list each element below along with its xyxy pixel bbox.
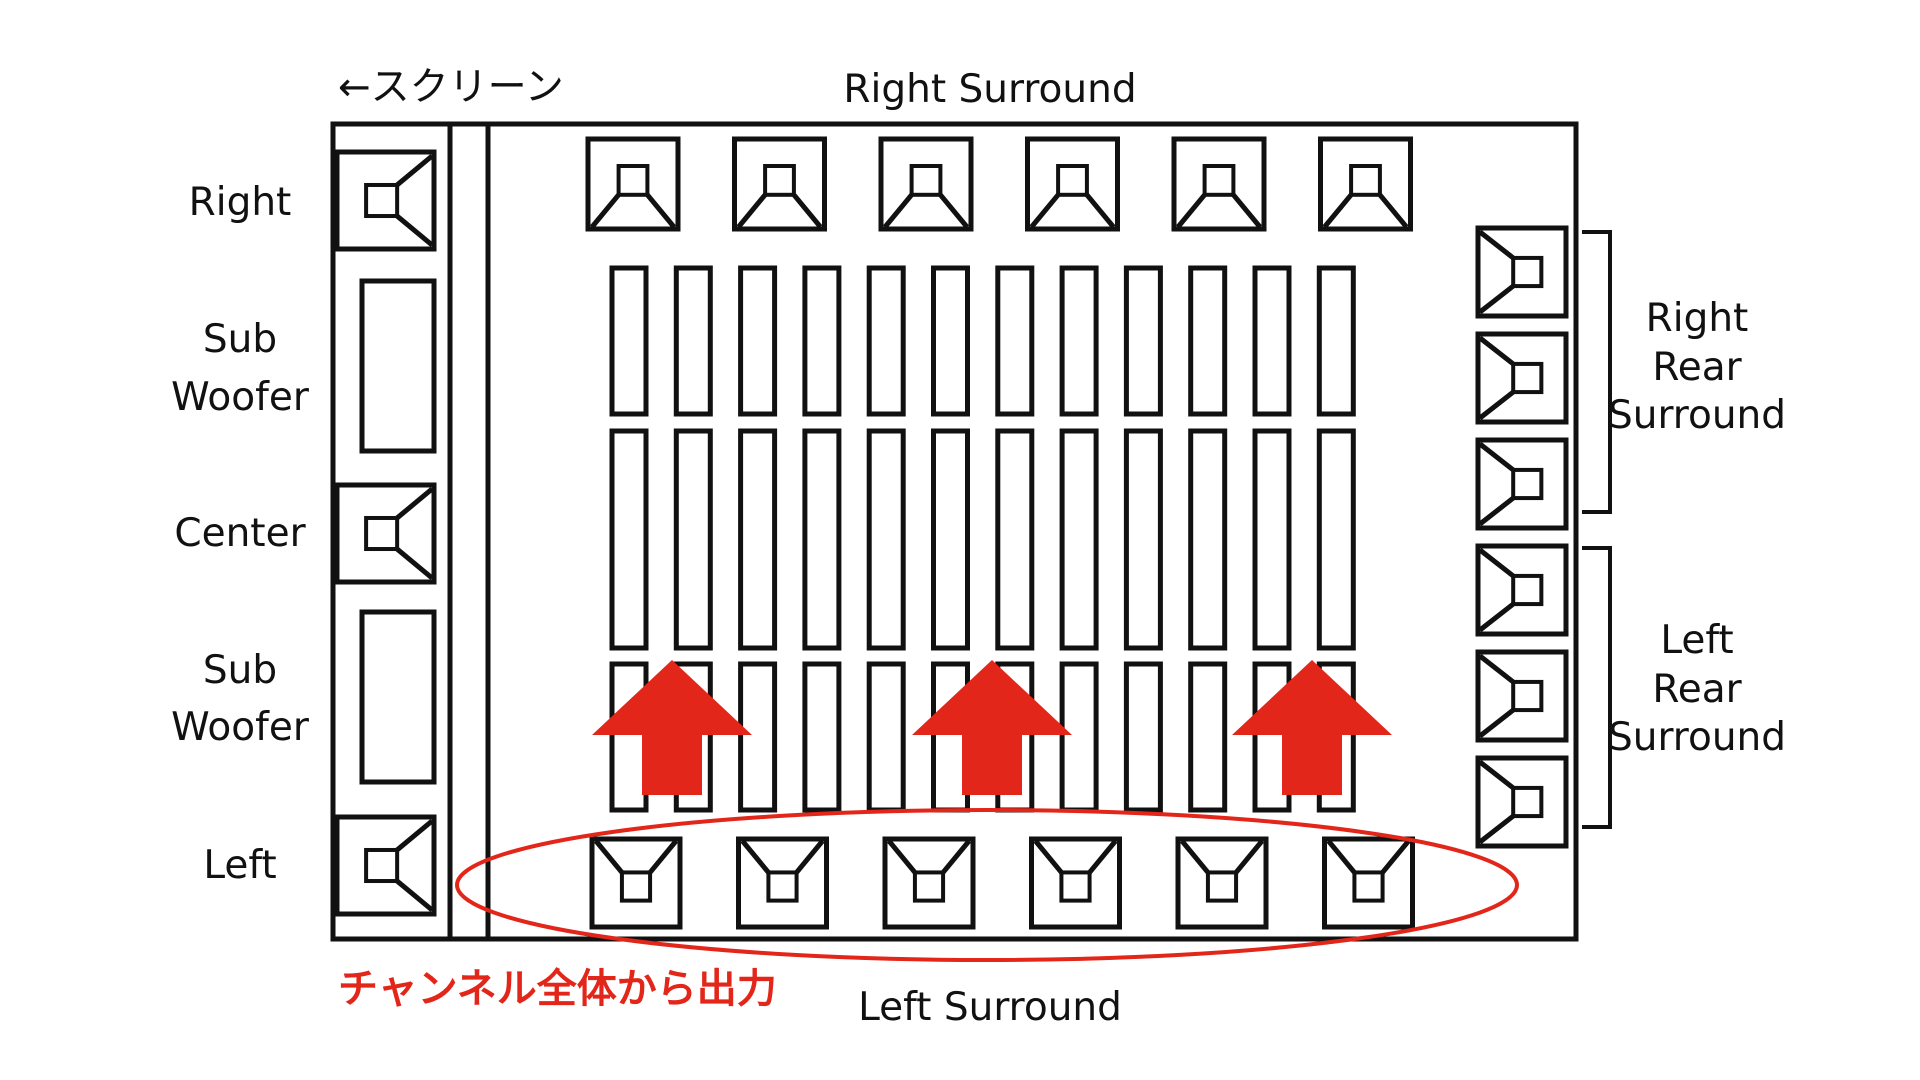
- left-surround-speaker-icon: [736, 836, 829, 930]
- left-rear-speaker-icon: [1475, 755, 1569, 849]
- seat: [738, 265, 778, 417]
- seating-grid: [609, 265, 1356, 813]
- arrow-up-icon: [1232, 660, 1392, 795]
- seat: [1252, 428, 1292, 651]
- right-surround-speaker-icon: [732, 136, 827, 232]
- channel-output-label: チャンネル全体から出力: [338, 966, 777, 1012]
- seat: [802, 661, 842, 813]
- right-rear-speaker-icon: [1475, 225, 1569, 319]
- rear-surround-speakers: [1475, 225, 1569, 849]
- sub-woofer-1-label-line2: Woofer: [171, 375, 310, 420]
- left-rear-label-line2: Rear: [1652, 667, 1742, 712]
- seat: [1123, 428, 1163, 651]
- seat: [1123, 661, 1163, 813]
- right-surround-speaker-icon: [1025, 136, 1120, 232]
- sub-woofer-2-label-line2: Woofer: [171, 705, 310, 750]
- right-surround-speaker-icon: [878, 136, 974, 232]
- seat: [802, 265, 842, 417]
- seat: [995, 265, 1035, 417]
- seat: [931, 265, 970, 417]
- subwoofer-box-2: [359, 609, 437, 785]
- left-surround-speaker-icon: [589, 836, 683, 930]
- seat: [738, 428, 778, 651]
- seat: [995, 428, 1035, 651]
- subwoofer-box-1: [359, 278, 437, 454]
- left-surround-speaker-icon: [1175, 836, 1269, 930]
- seat: [802, 428, 842, 651]
- seat: [1252, 265, 1292, 417]
- left-rear-speaker-icon: [1475, 649, 1569, 743]
- screen-label: ←スクリーン: [338, 65, 564, 110]
- left-surround-label: Left Surround: [858, 985, 1122, 1030]
- seat: [866, 265, 906, 417]
- left-surround-speaker-icon: [1322, 836, 1415, 930]
- left-surround-speaker-icon: [882, 836, 976, 930]
- seat: [1123, 265, 1163, 417]
- center-label: Center: [174, 511, 306, 556]
- seat: [609, 265, 649, 417]
- left-speaker-icon: [334, 814, 437, 917]
- right-surround-speakers: [585, 136, 1413, 232]
- seat: [866, 428, 906, 651]
- seat: [609, 661, 649, 813]
- right-rear-label-line1: Right: [1646, 296, 1749, 341]
- left-rear-label-line1: Left: [1660, 618, 1733, 663]
- right-speaker-icon: [334, 149, 437, 252]
- arrow-up-icon: [912, 660, 1072, 795]
- right-rear-label-line2: Rear: [1652, 345, 1742, 390]
- seat: [1188, 428, 1228, 651]
- sub-woofer-2-label-line1: Sub: [203, 648, 277, 693]
- arrow-up-icon: [592, 660, 752, 795]
- seat: [1188, 265, 1228, 417]
- right-label: Right: [189, 180, 292, 225]
- seat: [673, 265, 713, 417]
- left-label: Left: [203, 843, 276, 888]
- right-rear-speaker-icon: [1475, 331, 1569, 425]
- right-surround-speaker-icon: [1171, 136, 1267, 232]
- left-rear-bracket-icon: [1582, 546, 1612, 829]
- left-surround-speaker-icon: [1029, 836, 1122, 930]
- seat: [931, 428, 970, 651]
- highlight-ellipse: [455, 808, 1519, 962]
- red-arrows: [592, 660, 1392, 795]
- right-rear-speaker-icon: [1475, 437, 1569, 531]
- seat: [1059, 428, 1099, 651]
- center-speaker-icon: [334, 482, 437, 585]
- seat: [1316, 265, 1356, 417]
- seat: [1059, 661, 1099, 813]
- room-outline: [330, 121, 1579, 942]
- right-surround-speaker-icon: [1318, 136, 1413, 232]
- left-rear-label-line3: Surround: [1608, 715, 1786, 760]
- seat: [609, 428, 649, 651]
- right-rear-label-line3: Surround: [1608, 393, 1786, 438]
- right-surround-speaker-icon: [585, 136, 681, 232]
- seat: [866, 661, 906, 813]
- seat: [1059, 265, 1099, 417]
- left-surround-speakers: [589, 836, 1415, 930]
- right-surround-label: Right Surround: [843, 67, 1136, 112]
- front-channels: [334, 149, 437, 917]
- left-rear-speaker-icon: [1475, 543, 1569, 637]
- right-rear-bracket-icon: [1582, 230, 1612, 514]
- seat: [738, 661, 778, 813]
- seat: [1316, 428, 1356, 651]
- seat: [673, 428, 713, 651]
- seat: [1188, 661, 1228, 813]
- sub-woofer-1-label-line1: Sub: [203, 317, 277, 362]
